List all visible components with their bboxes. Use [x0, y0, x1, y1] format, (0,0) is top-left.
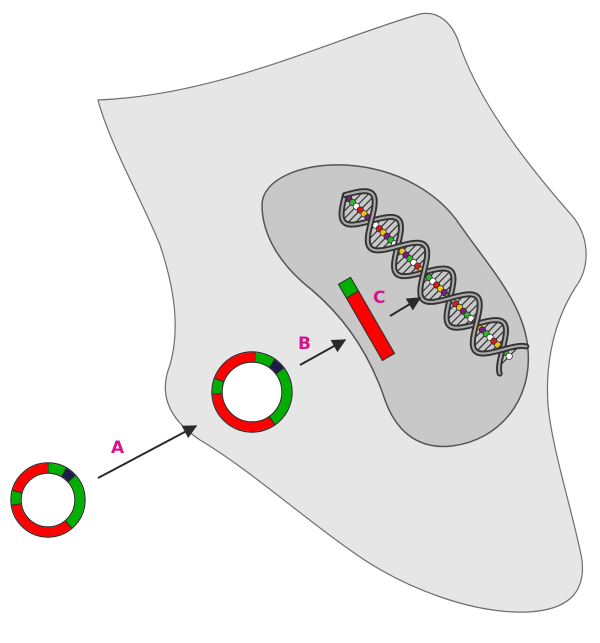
linear-dna-red-segment [345, 290, 396, 362]
plasmid-segment [269, 368, 292, 425]
arrow-b [299, 339, 347, 366]
plasmid-segment [212, 393, 275, 432]
plasmid-segment [11, 503, 72, 537]
label-a: A [111, 438, 125, 458]
arrow-c [389, 297, 422, 317]
circular-plasmid-icon [10, 462, 86, 538]
plasmid-segment [269, 359, 284, 374]
circular-plasmid-icon [211, 351, 293, 433]
plasmid-segment [65, 475, 85, 528]
plasmid-segment [47, 463, 67, 477]
plasmid-segment [61, 468, 76, 482]
dna-double-helix-icon [338, 188, 530, 377]
label-c: C [373, 288, 385, 308]
label-b: B [298, 334, 311, 354]
linear-dna-fragment-icon [337, 276, 396, 362]
nucleotide-dot [505, 352, 513, 360]
plasmid-segment [214, 352, 256, 382]
plasmid-segment [212, 378, 224, 395]
plasmid-segment [12, 463, 49, 494]
plasmid-segment [11, 490, 22, 506]
arrow-a [97, 425, 198, 479]
nucleus [261, 164, 530, 448]
